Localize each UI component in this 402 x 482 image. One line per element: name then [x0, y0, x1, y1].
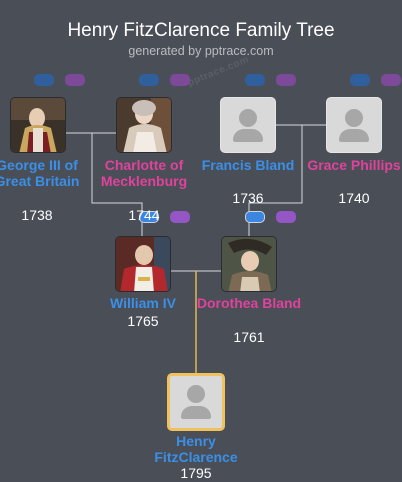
avatar-placeholder-icon [239, 109, 257, 127]
person-name-george[interactable]: George III of Great Britain [0, 157, 80, 189]
father-expand-button[interactable] [139, 211, 159, 223]
person-year-grace: 1740 [338, 190, 370, 206]
person-name-grace[interactable]: Grace Phillips [307, 157, 401, 173]
avatar-placeholder-icon [339, 129, 369, 142]
person-year-george: 1738 [21, 207, 53, 223]
father-expand-button[interactable] [350, 74, 370, 86]
person-name-dorothea[interactable]: Dorothea Bland [196, 295, 302, 311]
father-expand-button[interactable] [245, 211, 265, 223]
mother-expand-button[interactable] [65, 74, 85, 86]
person-photo-francis[interactable] [220, 97, 276, 153]
mother-expand-button[interactable] [170, 211, 190, 223]
person-photo-william[interactable] [115, 236, 171, 292]
person-name-henry[interactable]: Henry FitzClarence [154, 433, 238, 465]
mother-expand-button[interactable] [276, 211, 296, 223]
avatar-placeholder-icon [187, 385, 205, 403]
father-expand-button[interactable] [139, 74, 159, 86]
portrait-image [117, 98, 171, 152]
avatar-placeholder-icon [345, 109, 363, 127]
person-name-william[interactable]: William IV [109, 295, 176, 311]
father-expand-button[interactable] [245, 74, 265, 86]
mother-expand-button[interactable] [170, 74, 190, 86]
mother-expand-button[interactable] [276, 74, 296, 86]
portrait-image [116, 237, 170, 291]
person-photo-henry[interactable] [167, 373, 225, 431]
avatar-placeholder-icon [233, 129, 263, 142]
mother-expand-button[interactable] [381, 74, 401, 86]
person-name-francis[interactable]: Francis Bland [201, 157, 295, 173]
avatar-placeholder-icon [181, 406, 211, 419]
portrait-image [11, 98, 65, 152]
person-name-charlotte[interactable]: Charlotte of Mecklenburg [100, 157, 188, 189]
father-expand-button[interactable] [34, 74, 54, 86]
portrait-image [222, 237, 276, 291]
person-photo-dorothea[interactable] [221, 236, 277, 292]
person-year-william: 1765 [127, 313, 159, 329]
person-photo-grace[interactable] [326, 97, 382, 153]
page-title: Henry FitzClarence Family Tree [67, 20, 335, 41]
page-subtitle: generated by pptrace.com [128, 44, 274, 58]
person-photo-george[interactable] [10, 97, 66, 153]
person-year-francis: 1736 [232, 190, 264, 206]
person-photo-charlotte[interactable] [116, 97, 172, 153]
person-year-charlotte: 1744 [128, 207, 160, 223]
person-year-henry: 1795 [180, 465, 212, 481]
person-year-dorothea: 1761 [233, 329, 265, 345]
